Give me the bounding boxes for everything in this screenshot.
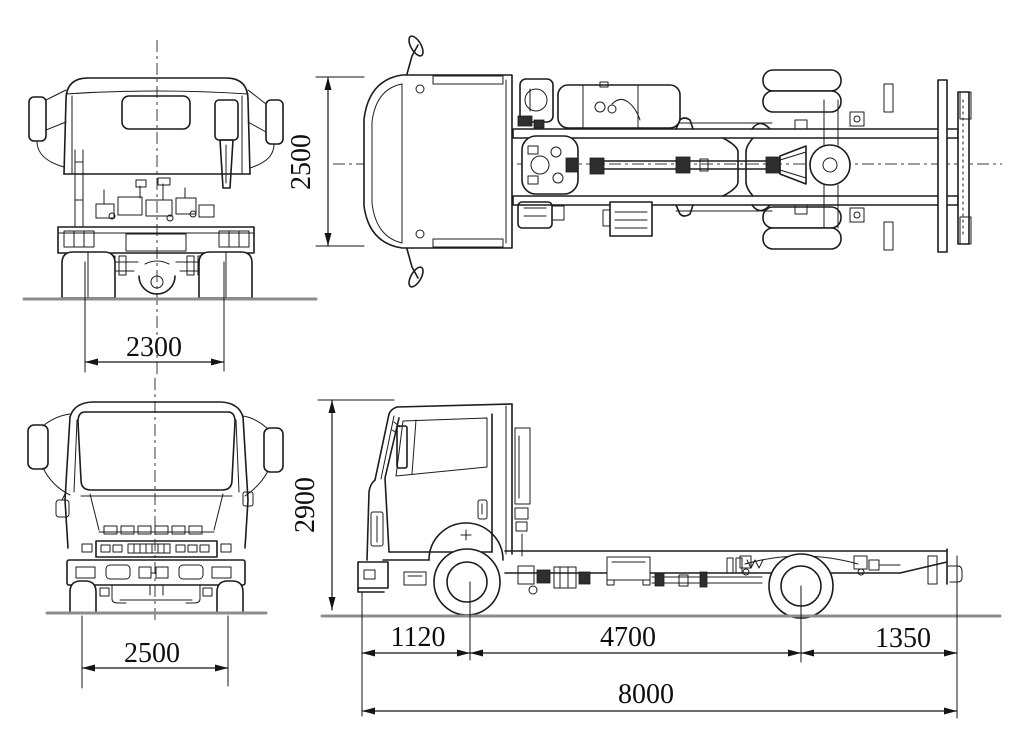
driveline xyxy=(589,99,851,229)
side-wheels xyxy=(433,548,834,619)
front-wheel-right xyxy=(216,580,244,614)
dim-label-wheelbase: 4700 xyxy=(600,622,656,653)
differential-housing xyxy=(809,144,851,186)
rear-cab-back-equipment xyxy=(74,99,239,227)
wheel-arch xyxy=(428,522,504,561)
front-suspension xyxy=(99,584,213,604)
dimension-overall-length: 8000 xyxy=(361,679,958,715)
mirror-arm-bottom xyxy=(406,248,419,279)
windshield xyxy=(77,411,236,491)
rear-window xyxy=(121,95,191,130)
tow-hook xyxy=(947,565,963,583)
frame-rail-top xyxy=(512,128,959,139)
dimension-top-width: 2500 xyxy=(286,76,365,247)
dim-label-rear-track: 2300 xyxy=(126,332,182,363)
battery-box-side xyxy=(606,556,651,581)
rear-crossmember-side xyxy=(927,555,938,585)
roof xyxy=(69,401,244,418)
dimension-front-width: 2500 xyxy=(81,615,229,689)
headlight-left xyxy=(81,543,93,553)
side-mirror xyxy=(396,425,408,469)
dimension-rear-track: 2300 xyxy=(84,261,225,373)
cowl-vents xyxy=(103,525,203,535)
door-window xyxy=(395,417,488,477)
dim-label-rear-overhang: 1350 xyxy=(875,623,931,654)
rear-cab xyxy=(63,77,251,175)
axle-tubes xyxy=(823,99,839,229)
top-cab xyxy=(363,35,513,288)
dim-label-overall-length: 8000 xyxy=(618,679,674,710)
side-cab xyxy=(357,403,531,593)
mirror-arm-top xyxy=(406,44,419,75)
underbody-equipment xyxy=(517,555,901,595)
fuel-tank xyxy=(557,81,681,129)
differential xyxy=(138,275,176,295)
rear-crossmember-bumper xyxy=(937,79,972,253)
dim-label-front-width: 2500 xyxy=(124,638,180,669)
diff-input-cone xyxy=(779,145,807,185)
exhaust-stack xyxy=(214,99,239,141)
frame-rails xyxy=(512,128,959,206)
mirror-head-bottom xyxy=(408,266,424,288)
top-rear-wheels xyxy=(762,69,842,250)
rear-mirror-left xyxy=(28,89,67,168)
front-mirror-left xyxy=(27,413,71,518)
driveshaft xyxy=(603,160,781,170)
license-plate-panel xyxy=(125,233,187,252)
dimension-chain-lengths: 1120 4700 1350 xyxy=(361,555,958,719)
rear-view: 2300 xyxy=(22,40,318,374)
engine-bay xyxy=(517,78,579,195)
mirror-head-top xyxy=(408,35,424,57)
cab-back-intake xyxy=(514,427,531,505)
side-front-bumper xyxy=(357,561,389,589)
front-bumper xyxy=(66,559,246,586)
front-view: 2500 xyxy=(27,378,284,689)
front-mirror-right xyxy=(242,415,284,507)
corner-panel xyxy=(370,511,384,547)
top-view: 2500 xyxy=(286,35,1002,288)
cab-plan-outline xyxy=(363,74,513,249)
cab-step xyxy=(403,571,427,586)
dim-label-overall-height: 2900 xyxy=(290,477,321,533)
battery-box-top xyxy=(517,201,653,237)
dim-label-top-width: 2500 xyxy=(286,134,317,190)
rear-mirror-right xyxy=(247,89,284,169)
tail-light-right xyxy=(218,230,250,248)
door-handle xyxy=(477,499,488,520)
crossmember xyxy=(722,137,754,197)
front-cab xyxy=(64,401,249,604)
front-wheel-side xyxy=(433,548,501,616)
side-view: 2900 1120 4700 1350 8000 xyxy=(290,399,1002,719)
headlight-right xyxy=(220,543,232,553)
front-wheel-left xyxy=(69,580,97,614)
tail-light-left xyxy=(63,230,95,248)
dim-label-front-overhang: 1120 xyxy=(391,622,446,653)
grille xyxy=(81,540,232,558)
rear-wheels xyxy=(61,251,253,299)
front-wheels xyxy=(69,580,244,614)
dimension-overall-height: 2900 xyxy=(290,399,395,611)
frame-rail-bottom xyxy=(512,195,959,206)
